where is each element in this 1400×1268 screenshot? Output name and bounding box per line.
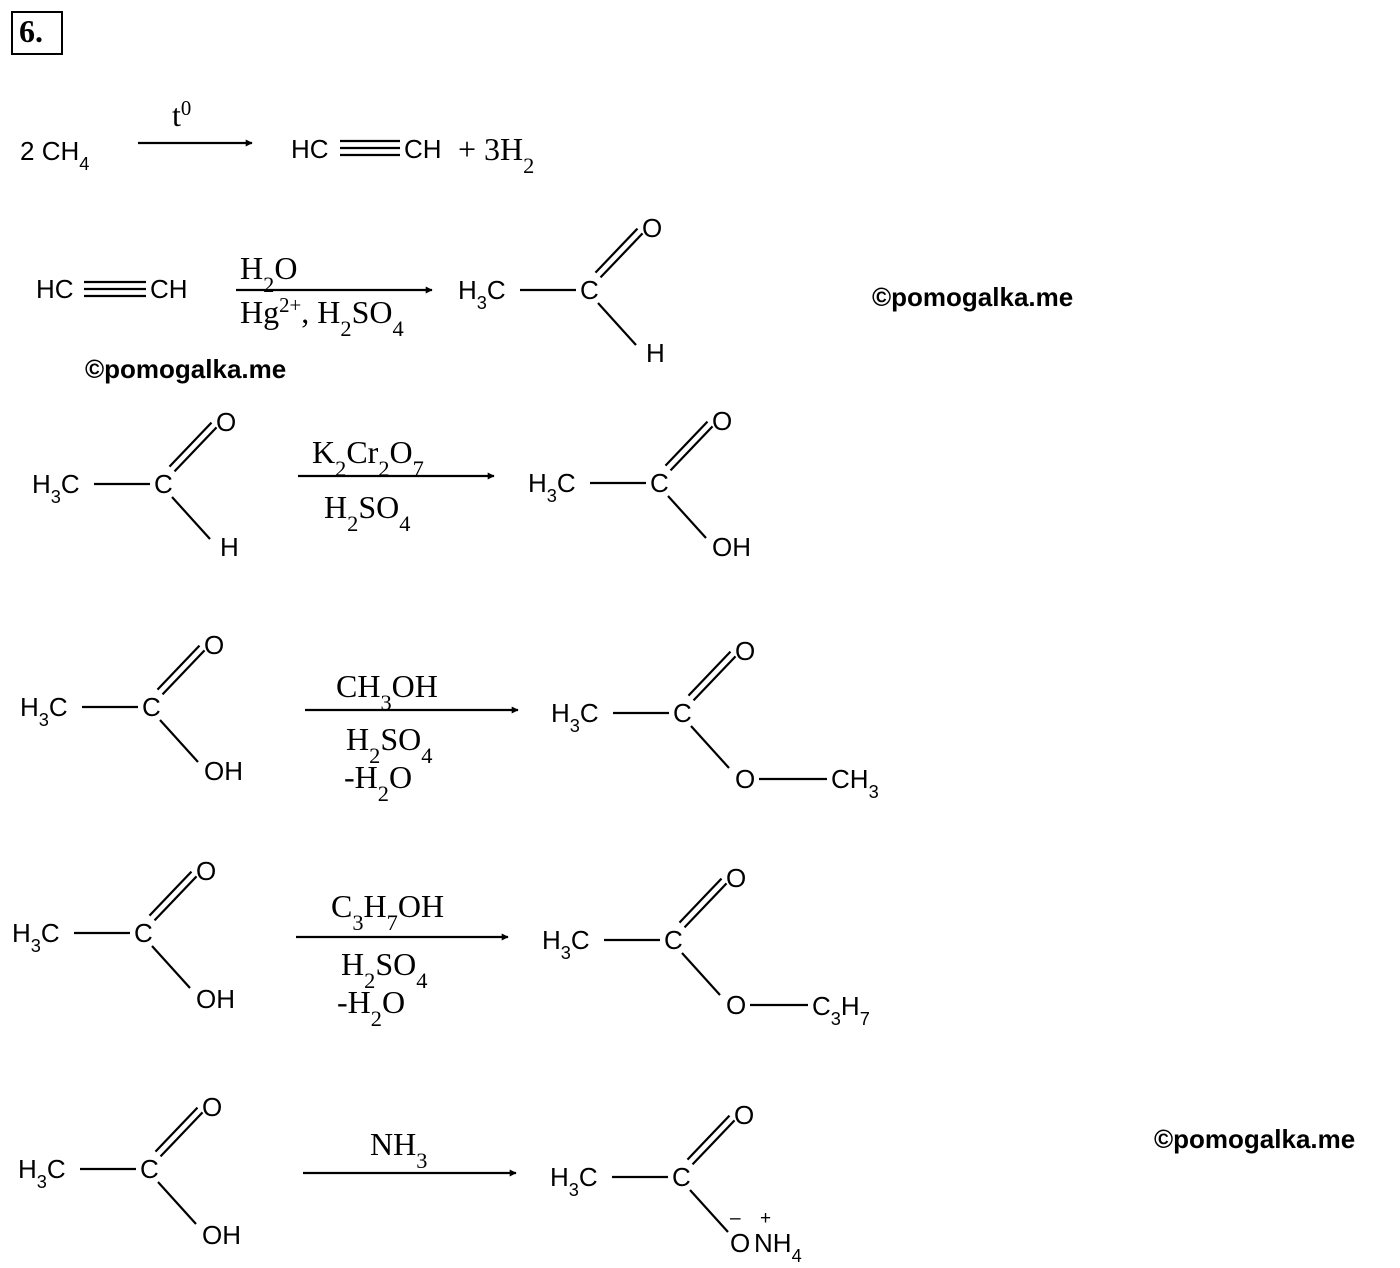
carbon-label: C: [134, 918, 153, 948]
oxygen-label: O: [202, 1092, 222, 1122]
c-o-double-bond: [161, 649, 206, 696]
carbon-label: C: [664, 925, 683, 955]
c-o-double-bond: [159, 1111, 204, 1158]
ch3-group-label: H3C: [542, 925, 590, 963]
oxygen-label: O: [726, 863, 746, 893]
c-o-double-bond: [692, 655, 737, 702]
ch3-group-label: H3C: [12, 918, 60, 956]
c-o-double-bond: [148, 870, 193, 917]
ch3-group-label: H3C: [458, 275, 506, 313]
oxygen-label: O: [642, 213, 662, 243]
acetylene-right: CH: [404, 134, 442, 164]
propanol-reagent: C3H7OH: [331, 888, 444, 935]
acid-catalyst: H2SO4: [346, 721, 432, 768]
ch3-group-label: H3C: [550, 1162, 598, 1200]
propyl-label: C3H7: [812, 991, 870, 1029]
c-o-double-bond: [691, 1119, 736, 1166]
anion-oxygen-label: O: [730, 1228, 750, 1258]
c-substituent-bond: [157, 1181, 197, 1225]
carbon-label: C: [650, 468, 669, 498]
c-o-double-bond: [594, 227, 639, 274]
ch3-group-label: H3C: [551, 698, 599, 736]
c-o-double-bond: [664, 420, 709, 467]
carbon-label: C: [672, 1162, 691, 1192]
task-number-box: 6.: [11, 11, 63, 55]
c-substituent-bond: [689, 1189, 729, 1233]
acid-catalyst: H2SO4: [324, 489, 410, 536]
methane-formula: 2 CH4: [20, 136, 89, 174]
methyl-label: CH3: [831, 764, 879, 802]
ester-oxygen-label: O: [735, 764, 755, 794]
ch3-group-label: H3C: [32, 469, 80, 507]
ch3-group-label: H3C: [528, 468, 576, 506]
watermark: ©pomogalka.me: [1154, 1124, 1356, 1154]
c-o-double-bond: [154, 1106, 199, 1153]
c-o-double-bond: [173, 426, 218, 473]
c-substituent-bond: [681, 952, 721, 996]
water-removal: -H2O: [344, 759, 412, 806]
carbon-label: C: [154, 469, 173, 499]
c-substituent-bond: [151, 945, 191, 989]
c-substituent-bond: [597, 302, 637, 346]
hydroxyl-label: OH: [204, 756, 243, 786]
c-o-double-bond: [686, 1114, 731, 1161]
hydroxyl-label: OH: [712, 532, 751, 562]
watermark: ©pomogalka.me: [872, 282, 1074, 312]
acetylene-left: HC: [36, 274, 74, 304]
oxygen-label: O: [735, 636, 755, 666]
c-o-double-bond: [683, 882, 728, 929]
c-substituent-bond: [690, 725, 730, 769]
watermark: ©pomogalka.me: [85, 354, 287, 384]
ch3-group-label: H3C: [18, 1154, 66, 1192]
carbon-label: C: [140, 1154, 159, 1184]
oxygen-label: O: [204, 630, 224, 660]
task-number: 6.: [19, 13, 43, 49]
c-substituent-bond: [171, 496, 211, 540]
c-o-double-bond: [168, 421, 213, 468]
catalyst-condition: Hg2+, H2SO4: [240, 294, 404, 341]
hydroxyl-label: OH: [196, 984, 235, 1014]
aldehyde-h-label: H: [220, 532, 239, 562]
heat-condition: t0: [172, 97, 191, 134]
aldehyde-h-label: H: [646, 338, 665, 368]
c-o-double-bond: [153, 875, 198, 922]
methanol-reagent: CH3OH: [336, 668, 438, 715]
c-o-double-bond: [687, 650, 732, 697]
oxygen-label: O: [216, 407, 236, 437]
hydroxyl-label: OH: [202, 1220, 241, 1250]
positive-charge: +: [760, 1208, 771, 1229]
ammonium-label: NH4: [754, 1228, 802, 1266]
oxygen-label: O: [712, 406, 732, 436]
c-o-double-bond: [156, 644, 201, 691]
c-substituent-bond: [159, 719, 199, 763]
c-o-double-bond: [599, 232, 644, 279]
ammonia-reagent: NH3: [370, 1126, 427, 1173]
oxygen-label: O: [196, 856, 216, 886]
ester-oxygen-label: O: [726, 990, 746, 1020]
ch3-group-label: H3C: [20, 692, 68, 730]
water-reagent: H2O: [240, 250, 297, 297]
carbon-label: C: [580, 275, 599, 305]
acid-catalyst: H2SO4: [341, 946, 427, 993]
oxygen-label: O: [734, 1100, 754, 1130]
carbon-label: C: [673, 698, 692, 728]
acetylene-right: CH: [150, 274, 188, 304]
c-substituent-bond: [667, 495, 707, 539]
c-o-double-bond: [669, 425, 714, 472]
carbon-label: C: [142, 692, 161, 722]
acetylene-left: HC: [291, 134, 329, 164]
oxidant-reagent: K2Cr2O7: [312, 434, 424, 481]
water-removal: -H2O: [337, 984, 405, 1031]
c-o-double-bond: [678, 877, 723, 924]
negative-charge: –: [730, 1208, 741, 1229]
hydrogen-byproduct: + 3H2: [458, 131, 534, 178]
